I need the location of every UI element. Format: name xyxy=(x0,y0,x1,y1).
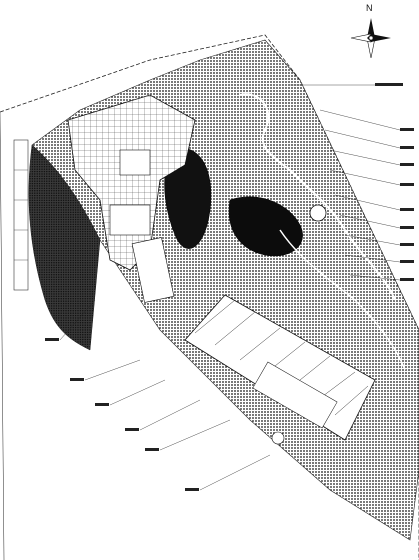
north-arrow-icon xyxy=(350,18,391,59)
pavilion xyxy=(271,204,327,445)
site-boundary xyxy=(0,34,419,560)
leader-left xyxy=(59,299,271,491)
leader-right xyxy=(290,84,401,281)
annotation-leaders xyxy=(45,83,414,491)
west-parking-strip xyxy=(13,139,29,291)
east-wing-building xyxy=(184,294,376,441)
garden-paths xyxy=(239,93,406,371)
main-building xyxy=(67,94,196,303)
north-label: N xyxy=(366,3,373,13)
